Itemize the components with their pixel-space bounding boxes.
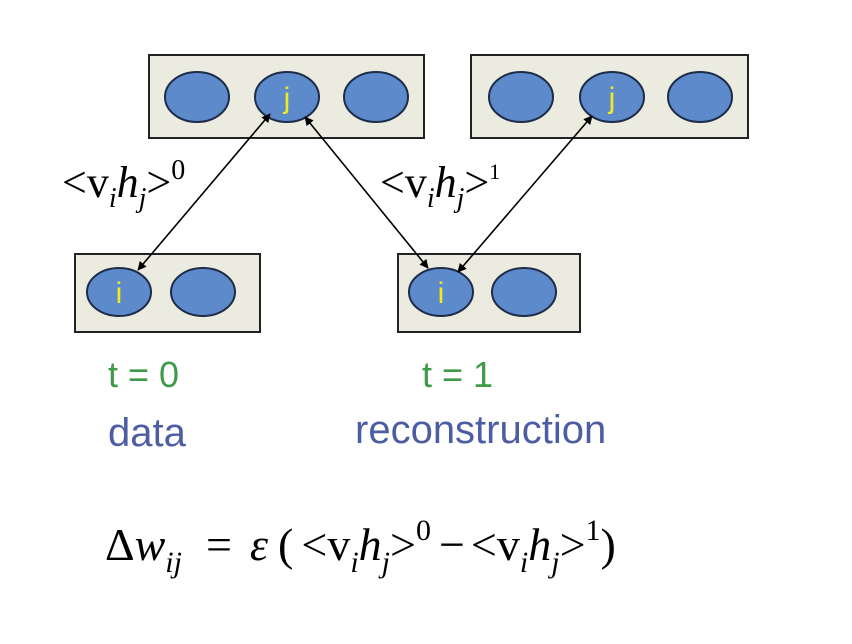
arrow-data-correlation: [137, 113, 271, 271]
weight-update-formula: Δwij=ε(<vihj>0−<vihj>1): [105, 514, 616, 579]
arrow-reconstruction-correlation: [457, 115, 593, 273]
hidden-layer-t1: j: [470, 54, 749, 139]
hidden-unit-j: [254, 71, 320, 123]
caption-reconstruction: reconstruction: [355, 408, 606, 452]
visible-unit: [170, 267, 236, 317]
correlation-label-t1: <vihj>1: [380, 158, 500, 214]
visible-unit: [491, 267, 557, 317]
visible-unit-i-label: i: [438, 277, 445, 310]
arrow-reconstruction-down: [304, 116, 429, 269]
visible-unit-i: [408, 267, 474, 317]
hidden-unit: [488, 71, 554, 123]
hidden-unit-j-label: j: [608, 82, 616, 115]
hidden-unit-j-label: j: [283, 82, 291, 115]
time-step-t0: t = 0: [108, 354, 179, 395]
hidden-layer-t0: j: [148, 54, 425, 139]
caption-data: data: [108, 411, 187, 455]
hidden-unit: [164, 71, 230, 123]
hidden-unit: [667, 71, 733, 123]
visible-unit-i: [86, 267, 152, 317]
correlation-label-t0: <vihj>0: [62, 155, 185, 214]
visible-unit-i-label: i: [116, 277, 123, 310]
visible-layer-t0: i: [74, 253, 261, 333]
hidden-unit-j: [579, 71, 645, 123]
hidden-unit: [343, 71, 409, 123]
time-step-t1: t = 1: [422, 354, 493, 395]
